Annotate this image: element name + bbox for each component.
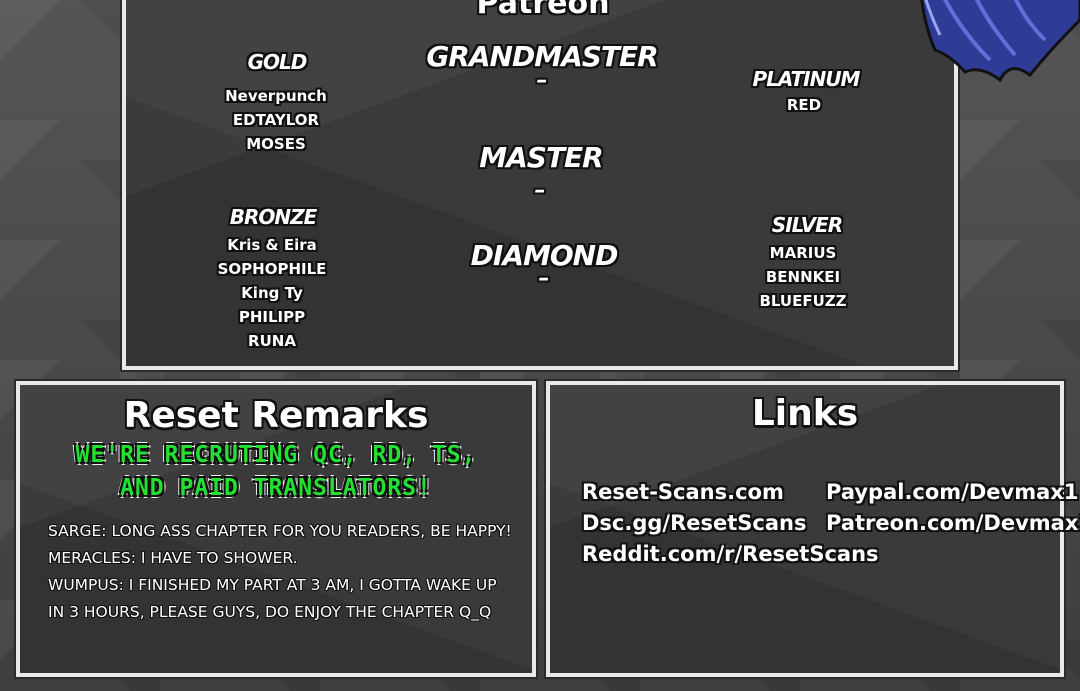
remark-line: MERACLES: I HAVE TO SHOWER. [48,549,298,567]
tier-diamond-member: – [538,266,550,291]
recruit-line-2: AND PAID TRANSLATORS! [120,475,432,501]
link-reddit: Reddit.com/r/ResetScans [582,542,879,566]
remark-list: SARGE: LONG ASS CHAPTER FOR YOU READERS,… [48,518,528,626]
remark-line: IN 3 HOURS, PLEASE GUYS, DO ENJOY THE CH… [48,603,492,621]
tier-platinum-label: PLATINUM [752,67,861,91]
tier-bronze-members: Kris & Eira SOPHOPHILE King Ty PHILIPP R… [218,233,327,353]
remark-line: WUMPUS: I FINISHED MY PART AT 3 AM, I GO… [48,576,497,594]
tier-bronze-label: BRONZE [229,205,318,229]
remark-line: SARGE: LONG ASS CHAPTER FOR YOU READERS,… [48,522,512,540]
link-paypal: Paypal.com/Devmax1 [826,480,1079,504]
member-name: BLUEFUZZ [759,292,847,310]
recruit-line-1: WE'RE RECRUTING QC, RD, TS, [75,442,477,468]
member-name: RUNA [248,332,296,350]
member-name: BENNKEI [765,268,841,286]
character-cape-art [920,0,1080,83]
member-name: King Ty [241,284,303,302]
remarks-title: Reset Remarks [123,395,429,436]
member-name: PHILIPP [238,308,306,326]
member-name: Neverpunch [225,87,327,105]
tier-diamond-label: DIAMOND [470,239,619,272]
tier-master-label: MASTER [479,141,603,174]
tier-gold-members: Neverpunch EDTAYLOR MOSES [225,84,327,156]
links-panel: Links Reset-Scans.com Dsc.gg/ResetScans … [546,381,1080,677]
member-name: MOSES [246,135,306,153]
patreon-title: Patreon [476,0,610,21]
member-name: MARIUS [769,244,837,262]
member-name: Kris & Eira [227,236,317,254]
tier-master-member: – [534,178,546,203]
reset-remarks-panel: Reset Remarks WE'RE RECRUTING QC, RD, TS… [16,381,536,677]
tier-silver-members: MARIUS BENNKEI BLUEFUZZ [759,241,846,313]
link-reset-scans: Reset-Scans.com [582,480,784,504]
link-discord: Dsc.gg/ResetScans [582,511,807,535]
tier-grandmaster-label: GRANDMASTER [426,40,658,73]
tier-platinum-members: RED [787,93,821,117]
member-name: SOPHOPHILE [217,260,327,278]
tier-silver-label: SILVER [771,213,843,237]
tier-gold-label: GOLD [247,50,308,74]
links-right-column: Paypal.com/Devmax1 Patreon.com/Devmax1 [826,477,1080,539]
links-title: Links [751,393,859,434]
patreon-panel [122,0,958,370]
link-patreon: Patreon.com/Devmax1 [826,511,1080,535]
links-left-column: Reset-Scans.com Dsc.gg/ResetScans Reddit… [582,477,879,570]
member-name: RED [786,96,822,114]
tier-grandmaster-member: – [536,68,548,93]
member-name: EDTAYLOR [232,111,320,129]
